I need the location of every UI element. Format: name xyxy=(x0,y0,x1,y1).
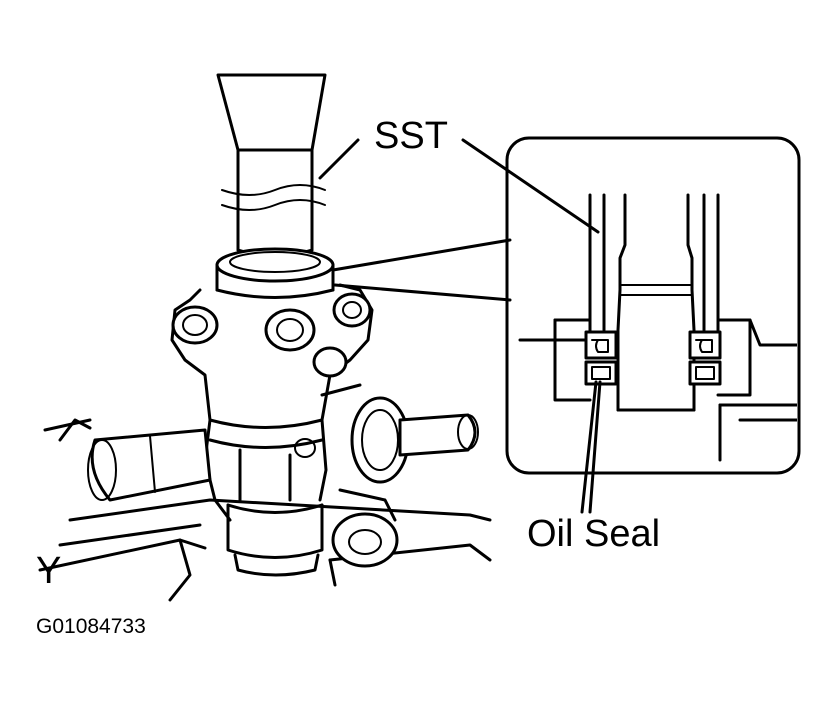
sst-tool xyxy=(216,73,327,258)
view-label: Y xyxy=(36,550,61,592)
oil-seal-label: Oil Seal xyxy=(527,513,660,555)
oil-seal-leader-right xyxy=(588,380,602,514)
detail-inset xyxy=(505,136,801,475)
sst-leader-inset xyxy=(461,138,600,234)
detail-leader-top xyxy=(331,238,512,272)
left-tube xyxy=(87,428,212,502)
pinion-port xyxy=(320,383,479,568)
oil-seal-leader-left xyxy=(580,380,598,514)
figure-code: G01084733 xyxy=(36,615,146,638)
detail-leader-bottom xyxy=(333,283,512,302)
sst-leader xyxy=(318,138,360,180)
gear-housing xyxy=(170,247,374,577)
sst-label: SST xyxy=(374,115,448,157)
